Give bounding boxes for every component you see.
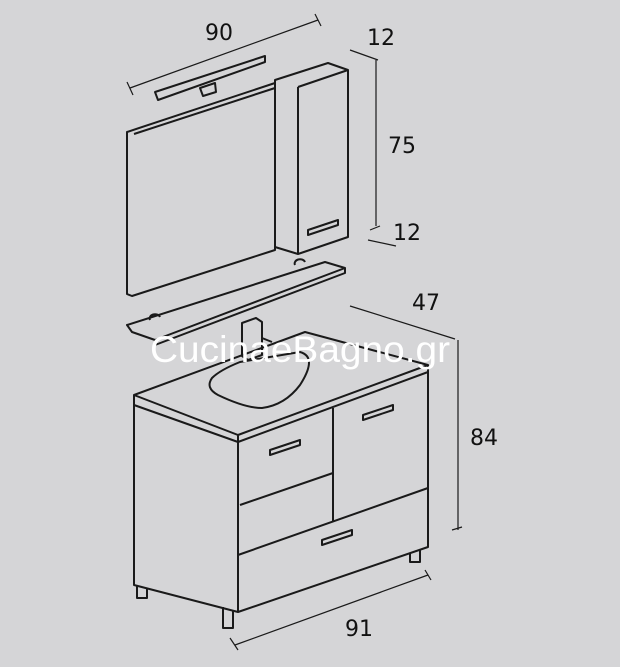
dim-label-vanity-depth: 47: [412, 291, 440, 316]
faucet: [241, 317, 273, 361]
dim-line-90: [126, 13, 322, 96]
dim-label-90: 90: [205, 21, 233, 46]
dim-label-cabinet-height: 75: [388, 134, 416, 159]
handles: [269, 404, 394, 546]
dim-label-shelf-depth: 12: [393, 221, 421, 246]
lamp: [154, 55, 266, 101]
watermark: CucinaeBagno.gr: [150, 329, 450, 370]
dim-label-vanity-width: 91: [345, 617, 373, 642]
wall-cabinet: [274, 62, 349, 255]
sink-basin: [208, 351, 310, 409]
dim-label-cabinet-depth: 12: [367, 26, 395, 51]
mirror: [126, 82, 276, 297]
dim-lines-right-top: [349, 49, 397, 247]
legs: [136, 550, 421, 629]
dim-lines-vanity: [229, 305, 463, 651]
dim-label-vanity-height: 84: [470, 426, 498, 451]
glass-shelf: [126, 258, 346, 346]
vanity-body: [133, 372, 429, 613]
